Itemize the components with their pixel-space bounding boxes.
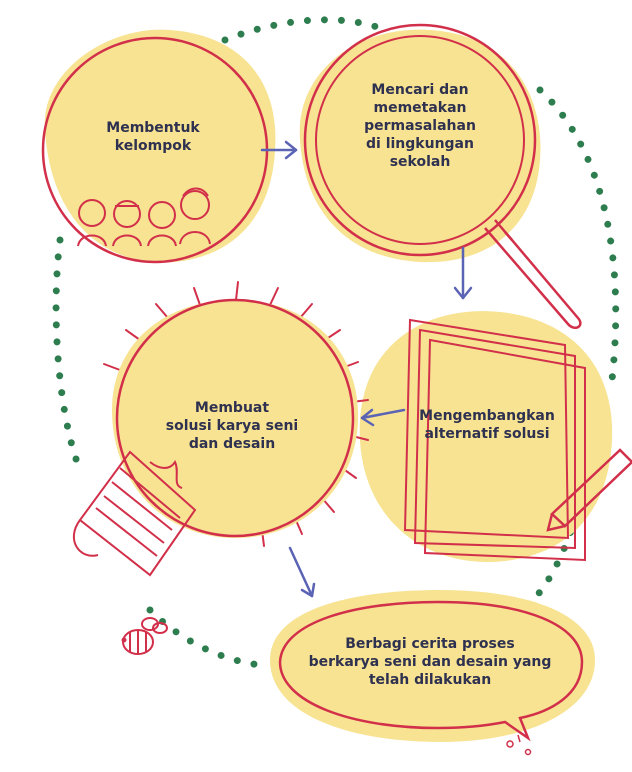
step-3-label: Mengembangkan alternatif solusi (419, 408, 555, 442)
step-2-label: Mencari dan memetakan permasalahan di lingk… (364, 82, 476, 170)
bee-icon (121, 617, 168, 655)
arrow-3-to-4-icon (360, 408, 406, 427)
label-line: di lingkungan (366, 136, 474, 152)
label-line: Membentuk (106, 120, 200, 136)
step-4-node (73, 281, 369, 577)
step-2-circle-outer (303, 23, 537, 257)
label-line: memetakan (373, 100, 466, 116)
arrow-1-to-2-icon (260, 140, 298, 160)
step-4-blob (112, 299, 359, 539)
arrows (260, 140, 473, 598)
step-3-node (359, 311, 632, 563)
label-line: sekolah (390, 154, 451, 170)
label-line: permasalahan (364, 118, 476, 134)
label-line: dan desain (189, 436, 275, 452)
label-line: Membuat (195, 400, 269, 416)
step-5-label: Berbagi cerita proses berkarya seni dan d… (309, 636, 552, 688)
step-3-blob (359, 311, 613, 563)
arrow-4-to-5-icon (288, 546, 316, 598)
label-line: kelompok (115, 138, 192, 154)
step-5-blob (270, 590, 595, 742)
paper-stack-icon (403, 318, 586, 562)
label-line: telah dilakukan (369, 672, 491, 688)
speech-bubble-outline (278, 600, 584, 742)
sparkle-icon (506, 734, 532, 756)
lightbulb-base-icon (73, 450, 197, 577)
step-2-node (299, 23, 582, 329)
people-illustration (77, 187, 211, 247)
magnifier-handle-icon (484, 219, 582, 329)
step-5-node (270, 590, 595, 756)
step-2-circle-inner (315, 35, 525, 245)
label-line: Mencari dan (371, 82, 468, 98)
step-4-circle (115, 298, 355, 538)
step-4-label: Membuat solusi karya seni dan desain (166, 400, 298, 452)
label-line: Mengembangkan (419, 408, 555, 424)
label-line: alternatif solusi (424, 426, 549, 442)
step-2-blob (299, 29, 541, 263)
arrow-2-to-3-icon (453, 246, 473, 300)
label-line: berkarya seni dan desain yang (309, 654, 552, 670)
step-1-label: Membentuk kelompok (106, 120, 200, 154)
label-line: solusi karya seni (166, 418, 298, 434)
pencil-icon (546, 448, 632, 532)
label-line: Berbagi cerita proses (345, 636, 514, 652)
